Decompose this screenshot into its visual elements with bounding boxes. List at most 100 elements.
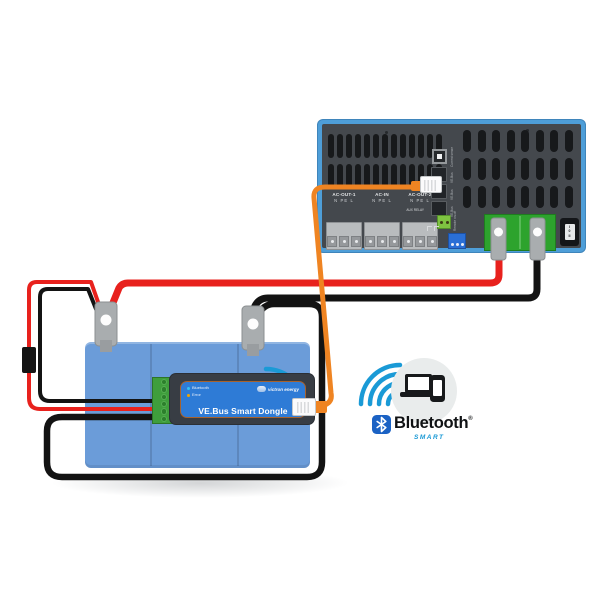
vent-slot	[382, 164, 388, 188]
terminal-screw	[365, 236, 375, 247]
vent-slot	[506, 186, 515, 208]
vent-slot	[364, 164, 370, 188]
current-sense-connector	[432, 149, 447, 164]
vent-slot	[355, 164, 361, 188]
error-led	[187, 393, 190, 397]
vent-slot	[337, 164, 343, 188]
power-switch: I 0 II	[560, 218, 579, 246]
vent-slot	[521, 186, 529, 208]
vent-slot	[506, 158, 515, 180]
victron-brand-text: victron energy	[267, 386, 299, 392]
terminal-screw	[160, 408, 168, 415]
vent-slot	[492, 186, 500, 208]
vent-slot	[382, 134, 388, 158]
vent-slot	[400, 164, 406, 188]
inverter-charger	[318, 120, 585, 252]
vent-slot	[346, 164, 352, 188]
dongle-title: VE.Bus Smart Dongle	[198, 406, 288, 416]
vent-slot	[391, 134, 397, 158]
battery-shadow	[50, 468, 350, 498]
vebus-plug-dongle	[292, 398, 316, 416]
laptop-icon	[405, 374, 432, 393]
ac-terminal-block	[326, 222, 362, 250]
remote-onoff-terminal	[437, 215, 451, 229]
vent-slot	[535, 158, 544, 180]
vent-slot	[328, 134, 334, 158]
vent-grille	[463, 130, 573, 152]
vent-slot	[436, 134, 442, 158]
port-label: VE.Bus	[450, 189, 454, 200]
terminal-screw	[427, 236, 437, 247]
vent-slot	[355, 134, 361, 158]
case-screw	[385, 131, 388, 134]
dongle-label: Bluetooth Error victron energy VE.Bus Sm…	[180, 381, 306, 418]
aux-relay-label: AUX RELAY	[406, 208, 424, 212]
vent-slot	[346, 134, 352, 158]
vebus-cable-boot	[314, 401, 327, 413]
vent-slot	[506, 130, 515, 152]
vebus-plug-inverter	[420, 176, 442, 193]
vent-slot	[477, 158, 486, 180]
vent-grille	[463, 158, 573, 180]
vebus-cable-boot	[411, 181, 422, 191]
ac-terminal-block	[402, 222, 438, 250]
vent-grille	[328, 134, 442, 158]
vent-slot	[463, 186, 471, 208]
ac-terminal-block	[364, 222, 400, 250]
vent-slot	[492, 130, 500, 152]
vent-slot	[550, 158, 558, 180]
vebus-port-icon	[431, 201, 447, 216]
vent-slot	[409, 164, 415, 188]
ac-out-2-label: AC-OUT-2 N PE L	[408, 192, 432, 203]
terminal-screw	[415, 236, 425, 247]
port-label: Current sense	[450, 146, 454, 167]
vent-slot	[521, 130, 529, 152]
vent-slot	[337, 134, 343, 158]
laptop-icon	[400, 392, 435, 397]
terminal-screw	[160, 393, 168, 401]
vent-slot	[373, 134, 379, 158]
terminal-panel-divider	[519, 216, 521, 249]
terminal-screw	[327, 236, 337, 247]
vent-slot	[521, 158, 529, 180]
aux-relay-terminal	[448, 233, 466, 249]
error-led-label: Error	[192, 392, 201, 397]
vent-slot	[477, 186, 486, 208]
vent-slot	[550, 130, 558, 152]
vent-slot	[564, 158, 573, 180]
terminal-screw	[377, 236, 387, 247]
victron-logo: victron energy	[256, 386, 299, 392]
vent-slot	[400, 134, 406, 158]
vent-slot	[427, 134, 433, 158]
negative-battery-cable	[248, 245, 541, 322]
victron-logo-mark-icon	[256, 386, 266, 392]
vent-slot	[463, 130, 471, 152]
vent-slot	[535, 130, 544, 152]
vebus-smart-dongle: Bluetooth Error victron energy VE.Bus Sm…	[170, 374, 314, 424]
terminal-screw	[339, 236, 349, 247]
terminal-screw	[389, 236, 399, 247]
fuse	[22, 347, 36, 373]
bluetooth-logo-icon	[372, 415, 391, 434]
vent-slot	[409, 134, 415, 158]
vent-slot	[364, 134, 370, 158]
vent-slot	[550, 186, 558, 208]
vent-slot	[477, 130, 486, 152]
vent-slot	[328, 164, 334, 188]
terminal-screw	[160, 400, 168, 408]
vent-grille	[463, 186, 573, 208]
port-label: Remote on-off	[453, 210, 457, 231]
vent-slot	[391, 164, 397, 188]
terminal-screw	[351, 236, 361, 247]
vent-slot	[418, 134, 424, 158]
terminal-screw	[160, 378, 168, 386]
bluetooth-led-label: Bluetooth	[192, 385, 209, 390]
vent-slot	[463, 158, 471, 180]
vent-slot	[535, 186, 544, 208]
vent-slot	[492, 158, 500, 180]
terminal-screw	[160, 386, 168, 393]
bluetooth-smart-label: SMART	[414, 434, 445, 441]
terminal-screw	[160, 415, 168, 423]
vent-slot	[373, 164, 379, 188]
bluetooth-wordmark: Bluetooth®	[394, 414, 473, 432]
